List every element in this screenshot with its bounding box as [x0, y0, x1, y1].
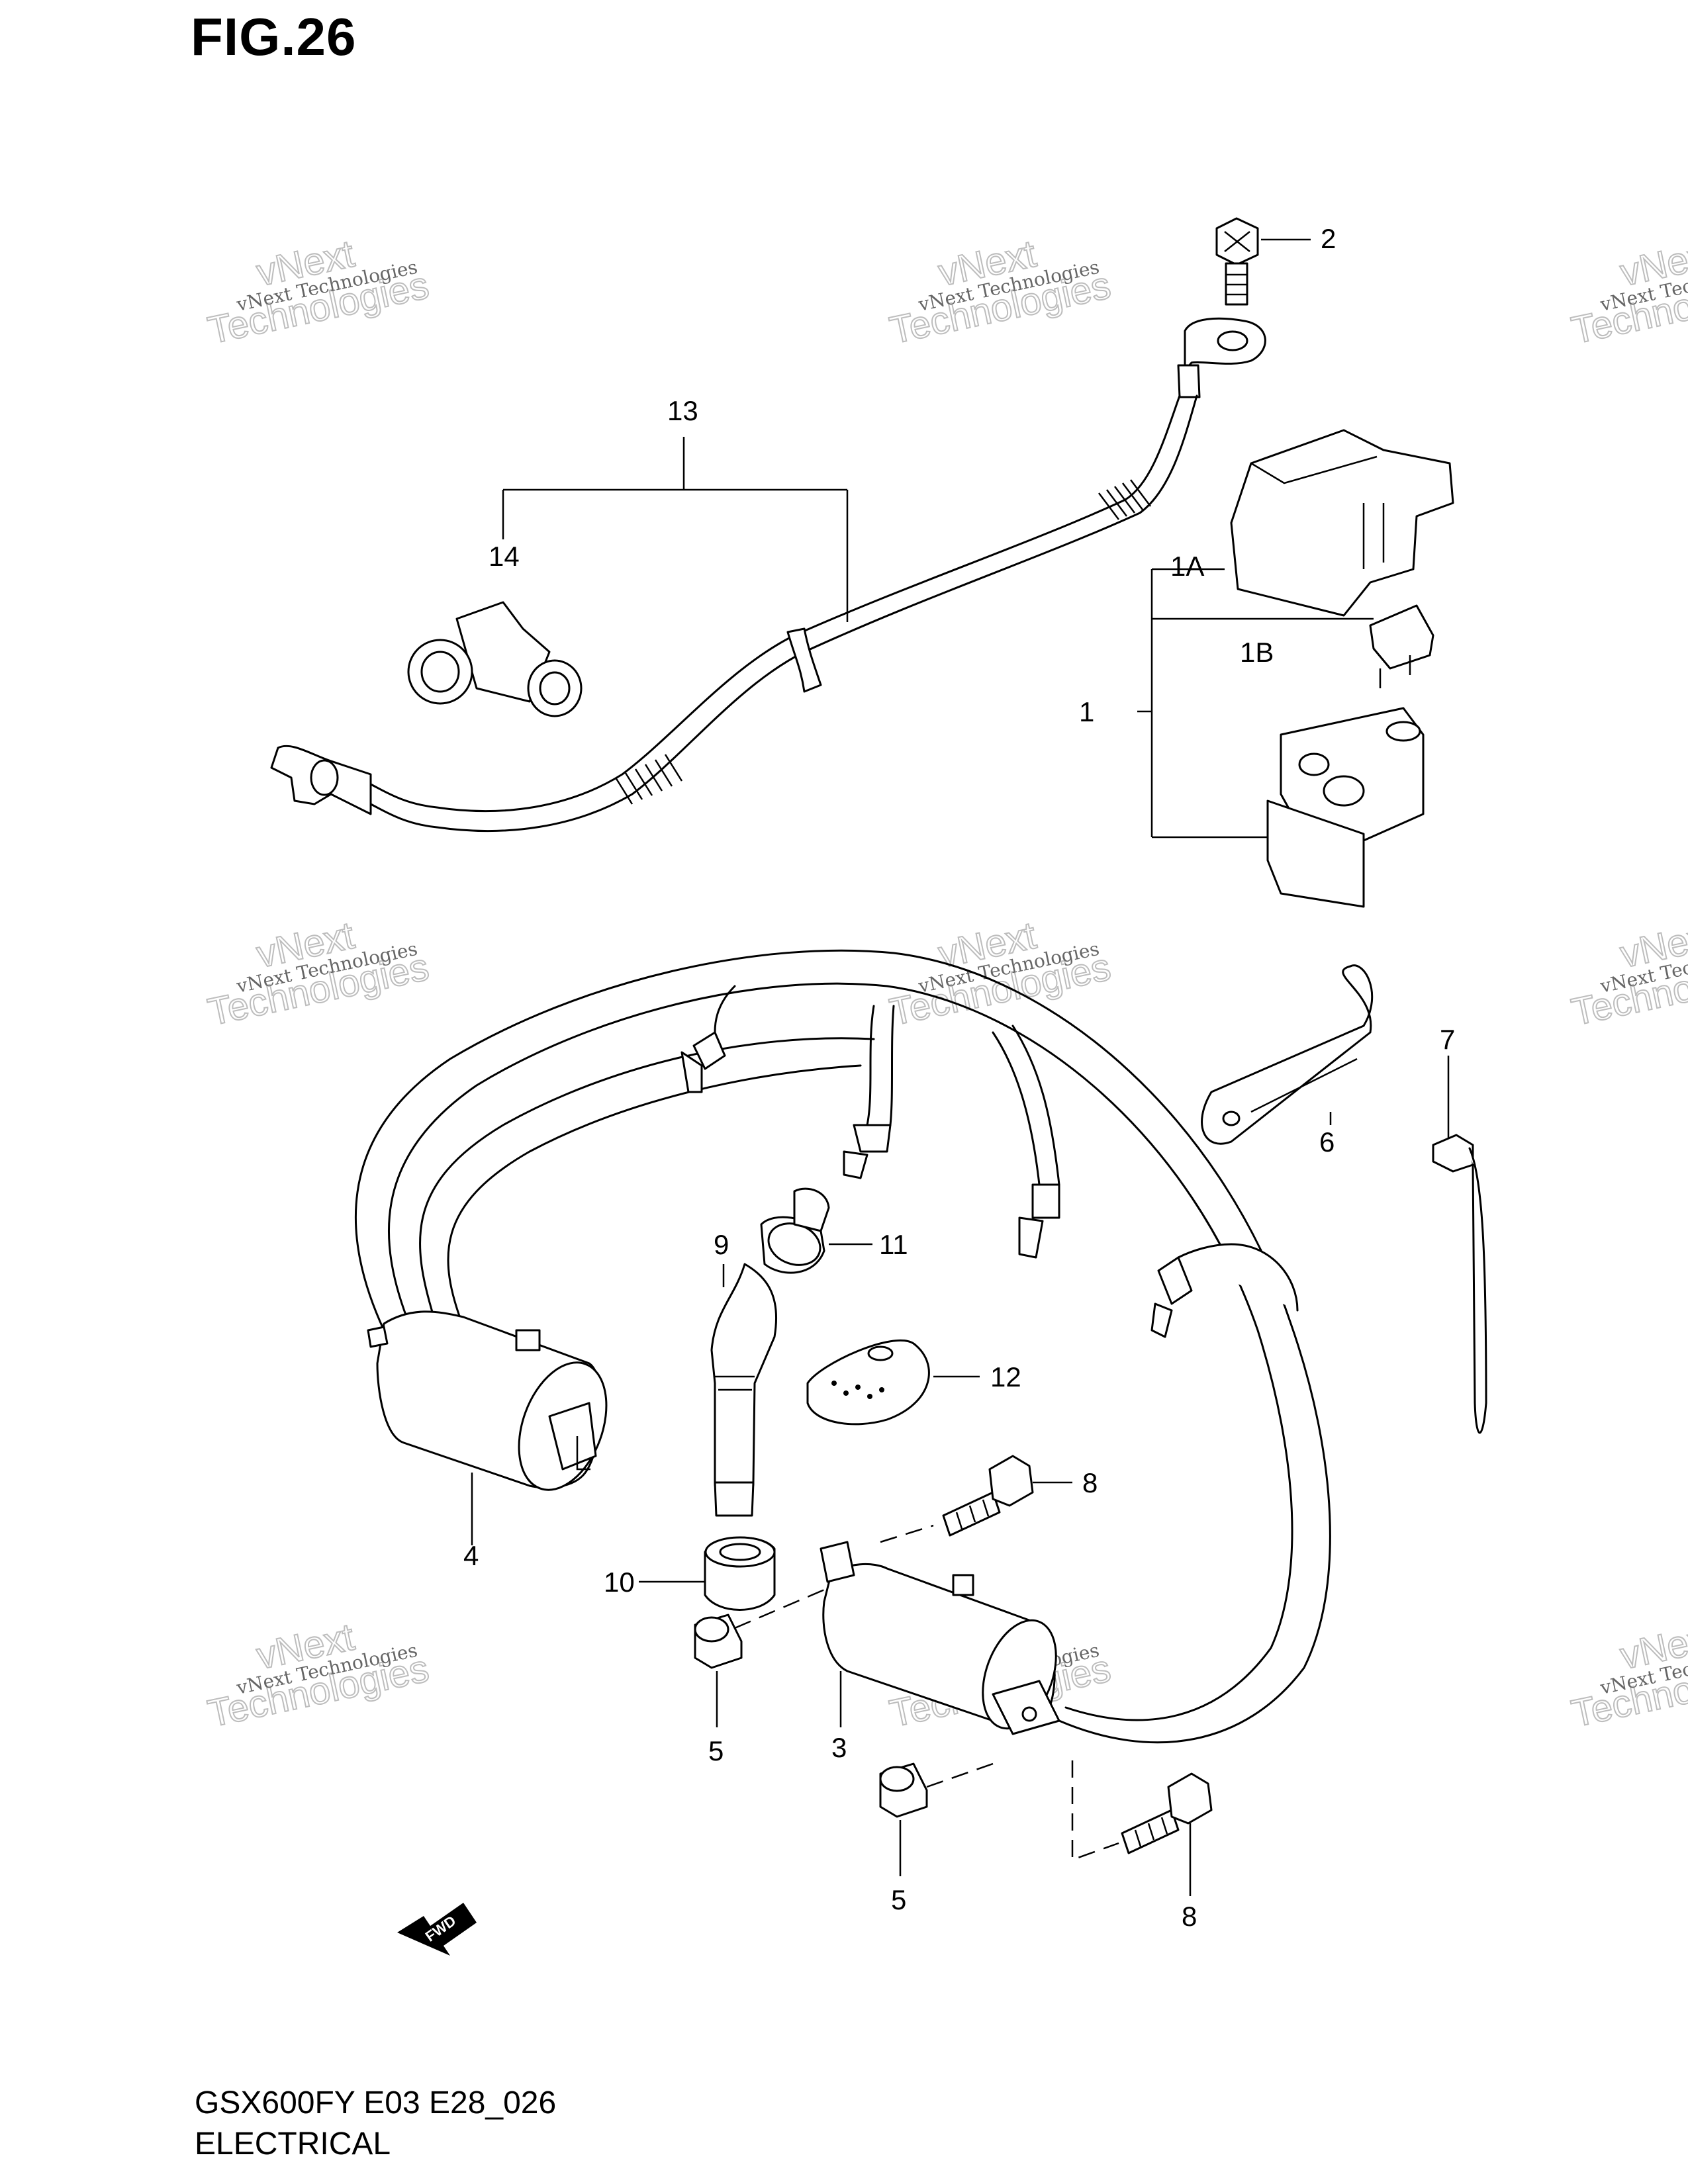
callout-10: 10 — [604, 1567, 635, 1598]
fwd-arrow-icon: FWD — [397, 1903, 477, 1956]
callout-numbers: 2 13 14 1A 1B 1 6 7 11 9 12 8 4 10 5 3 5… — [463, 223, 1455, 1932]
watermark-9: vNext Technologies vNext Technologies — [1568, 1615, 1688, 1737]
watermark-1: vNext Technologies vNext Technologies — [204, 232, 434, 353]
part-14-boot — [407, 601, 583, 717]
callout-2: 2 — [1321, 223, 1336, 254]
callout-9: 9 — [714, 1229, 729, 1260]
part-8-bolt-lower — [1121, 1772, 1213, 1854]
callout-14: 14 — [489, 541, 520, 572]
callout-6: 6 — [1319, 1126, 1335, 1158]
callout-3: 3 — [831, 1732, 847, 1763]
part-5-spacer-lower — [879, 1762, 928, 1818]
callout-8-upper: 8 — [1082, 1467, 1098, 1498]
callout-1b: 1B — [1240, 637, 1274, 668]
part-1-starter-relay — [1230, 429, 1454, 908]
part-8-bolt-upper — [942, 1455, 1034, 1537]
callout-1: 1 — [1079, 696, 1094, 727]
watermark-4: vNext Technologies vNext Technologies — [204, 913, 434, 1035]
part-10-grommet — [704, 1536, 776, 1611]
model-code: GSX600FY E03 E28_026 — [195, 2085, 557, 2120]
callout-8-lower: 8 — [1182, 1901, 1197, 1932]
callout-lines — [471, 238, 1450, 1896]
callout-12: 12 — [990, 1361, 1021, 1392]
callout-13: 13 — [667, 395, 698, 426]
callout-7: 7 — [1440, 1024, 1455, 1055]
part-2-bolt — [1215, 217, 1259, 306]
part-7-cable-tie — [1432, 1134, 1487, 1434]
callout-5-lower: 5 — [891, 1884, 906, 1915]
part-13-battery-cable — [270, 317, 1266, 833]
part-5-spacer-upper — [694, 1614, 743, 1669]
part-11-seal — [760, 1187, 830, 1274]
callout-11: 11 — [879, 1229, 908, 1260]
part-3-ignition-coil — [820, 1541, 1060, 1735]
watermark-5: vNext Technologies vNext Technologies — [886, 913, 1115, 1035]
ignition-harness — [355, 949, 1331, 1744]
callout-5-upper: 5 — [708, 1735, 724, 1766]
section-name: ELECTRICAL — [195, 2126, 391, 2161]
callout-4: 4 — [463, 1540, 479, 1571]
watermark-3: vNext Technologies vNext Technologies — [1568, 232, 1688, 353]
part-9-plug-cap — [710, 1263, 778, 1517]
figure-title: FIG.26 — [191, 7, 357, 66]
callout-1a: 1A — [1170, 551, 1204, 582]
part-12-cap-pad — [806, 1339, 930, 1426]
part-6-bracket — [1201, 964, 1374, 1145]
part-4-ignition-coil — [367, 1310, 608, 1491]
watermark-group: vNext Technologies vNext Technologies vN… — [204, 232, 1688, 1737]
watermark-6: vNext Technologies vNext Technologies — [1568, 913, 1688, 1035]
watermark-7: vNext Technologies vNext Technologies — [204, 1615, 434, 1737]
watermark-2: vNext Technologies vNext Technologies — [886, 232, 1115, 353]
